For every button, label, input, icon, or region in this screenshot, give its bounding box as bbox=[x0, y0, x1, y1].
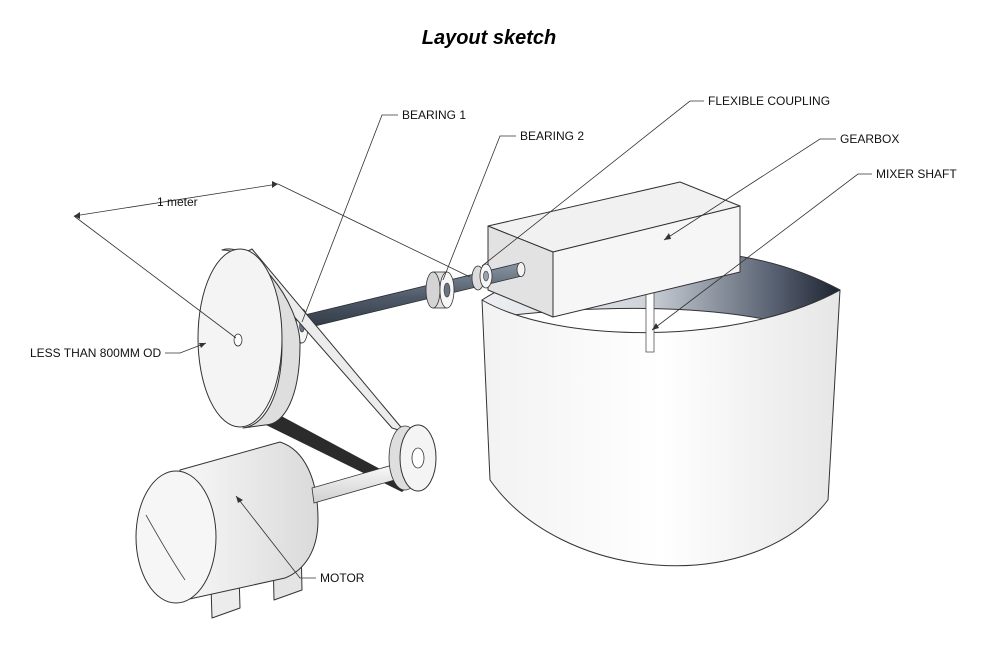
shaft-end bbox=[516, 262, 526, 277]
bearing-2 bbox=[425, 271, 455, 309]
label-motor: MOTOR bbox=[320, 571, 365, 585]
leader-gearbox bbox=[663, 138, 836, 241]
label-bearing-1: BEARING 1 bbox=[402, 108, 466, 122]
flexible-coupling bbox=[471, 263, 493, 291]
leader-lines bbox=[165, 100, 872, 579]
large-pulley bbox=[197, 248, 301, 429]
mixer-shaft bbox=[645, 291, 655, 353]
tank-outer-wall bbox=[481, 289, 841, 567]
label-mixer-shaft: MIXER SHAFT bbox=[876, 167, 957, 181]
diagram-title: Layout sketch bbox=[422, 27, 556, 49]
label-pulley-od: LESS THAN 800MM OD bbox=[30, 346, 161, 360]
dimension-1-meter: 1 meter bbox=[73, 181, 471, 339]
gearbox-front bbox=[552, 205, 741, 318]
leader-flexible-coupling bbox=[481, 100, 704, 267]
label-gearbox: GEARBOX bbox=[840, 132, 899, 146]
motor bbox=[135, 424, 437, 619]
label-bearing-2: BEARING 2 bbox=[520, 129, 584, 143]
label-flexible-coupling: FLEXIBLE COUPLING bbox=[708, 94, 830, 108]
leader-motor bbox=[235, 495, 316, 579]
leader-bearing-2 bbox=[442, 135, 516, 281]
large-pulley-hub bbox=[233, 333, 243, 347]
label-1-meter: 1 meter bbox=[157, 195, 198, 209]
small-pulley bbox=[388, 424, 437, 492]
motor-face-detail bbox=[145, 514, 186, 581]
leader-pulley-od bbox=[165, 342, 207, 354]
leader-mixer-shaft bbox=[651, 173, 872, 331]
leader-bearing-1 bbox=[301, 114, 398, 323]
motor-end-face bbox=[135, 470, 217, 604]
motor-body bbox=[179, 441, 319, 601]
